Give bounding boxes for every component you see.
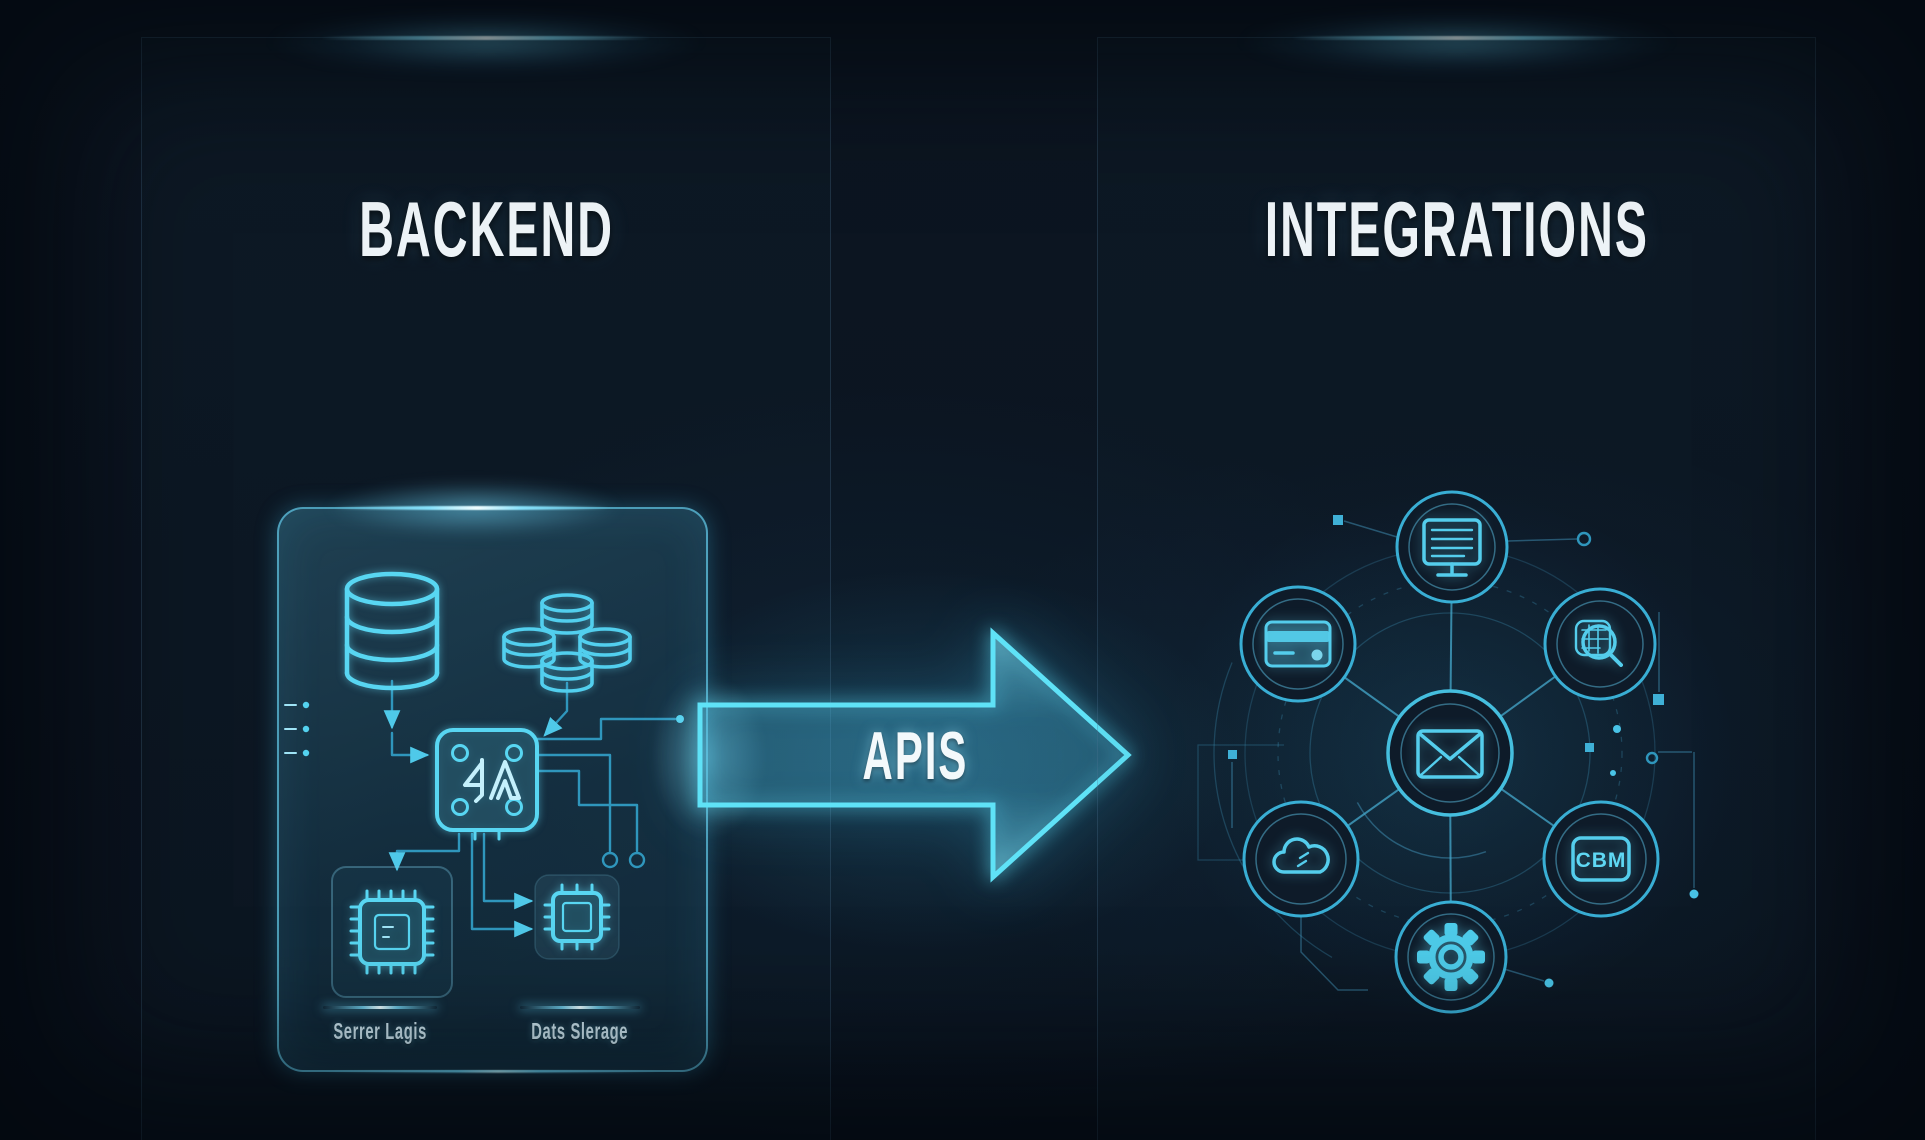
integrations-hub: CBM xyxy=(1197,490,1699,1014)
backend-title: BACKEND xyxy=(358,185,614,273)
credit-card-icon xyxy=(1264,620,1332,668)
panel-top-glow-line xyxy=(321,36,651,40)
backend-card-graphic xyxy=(284,571,684,998)
panel-top-glow xyxy=(1241,10,1672,74)
circuit-decorations xyxy=(1197,515,1699,991)
search-icon xyxy=(1574,619,1623,667)
apis-arrow xyxy=(697,627,1132,883)
svg-text:CBM: CBM xyxy=(1576,849,1627,872)
cpu-icon xyxy=(331,866,453,998)
monitor-icon xyxy=(1422,518,1482,577)
hub-node-credit-card xyxy=(1239,585,1357,703)
panel-top-glow xyxy=(271,10,701,74)
panel-top-glow-line xyxy=(1291,36,1622,40)
card-divider xyxy=(520,1006,640,1009)
processor-chip-icon xyxy=(435,728,539,841)
apis-label: APIS xyxy=(862,718,968,794)
hub-node-gear xyxy=(1394,900,1508,1014)
hub-node-monitor xyxy=(1395,490,1509,604)
cloud-icon xyxy=(1272,837,1330,874)
backend-card xyxy=(277,479,708,1073)
crm-badge: CBM xyxy=(1571,836,1631,882)
card-bottom-glow-line xyxy=(324,1070,659,1073)
app-logo xyxy=(463,758,521,803)
circuit-traces xyxy=(284,679,684,938)
gear-icon xyxy=(1417,923,1485,991)
arrow-shape xyxy=(697,627,1132,883)
hub-node-search xyxy=(1543,587,1657,701)
card-label-data-storage: Dats Slerage xyxy=(531,1018,629,1044)
database-icon xyxy=(344,571,440,691)
integrations-title: INTEGRATIONS xyxy=(1264,185,1649,273)
hub-node-email xyxy=(1386,689,1514,817)
email-icon xyxy=(1416,729,1484,779)
coin-cluster-icon xyxy=(502,593,632,693)
card-top-glow-line xyxy=(334,506,609,510)
card-divider xyxy=(323,1006,437,1009)
card-label-server-logic: Serrer Lagis xyxy=(333,1018,427,1044)
microchip-icon xyxy=(534,874,620,960)
hub-node-cloud xyxy=(1242,800,1360,918)
hub-node-crm: CBM xyxy=(1542,800,1660,918)
